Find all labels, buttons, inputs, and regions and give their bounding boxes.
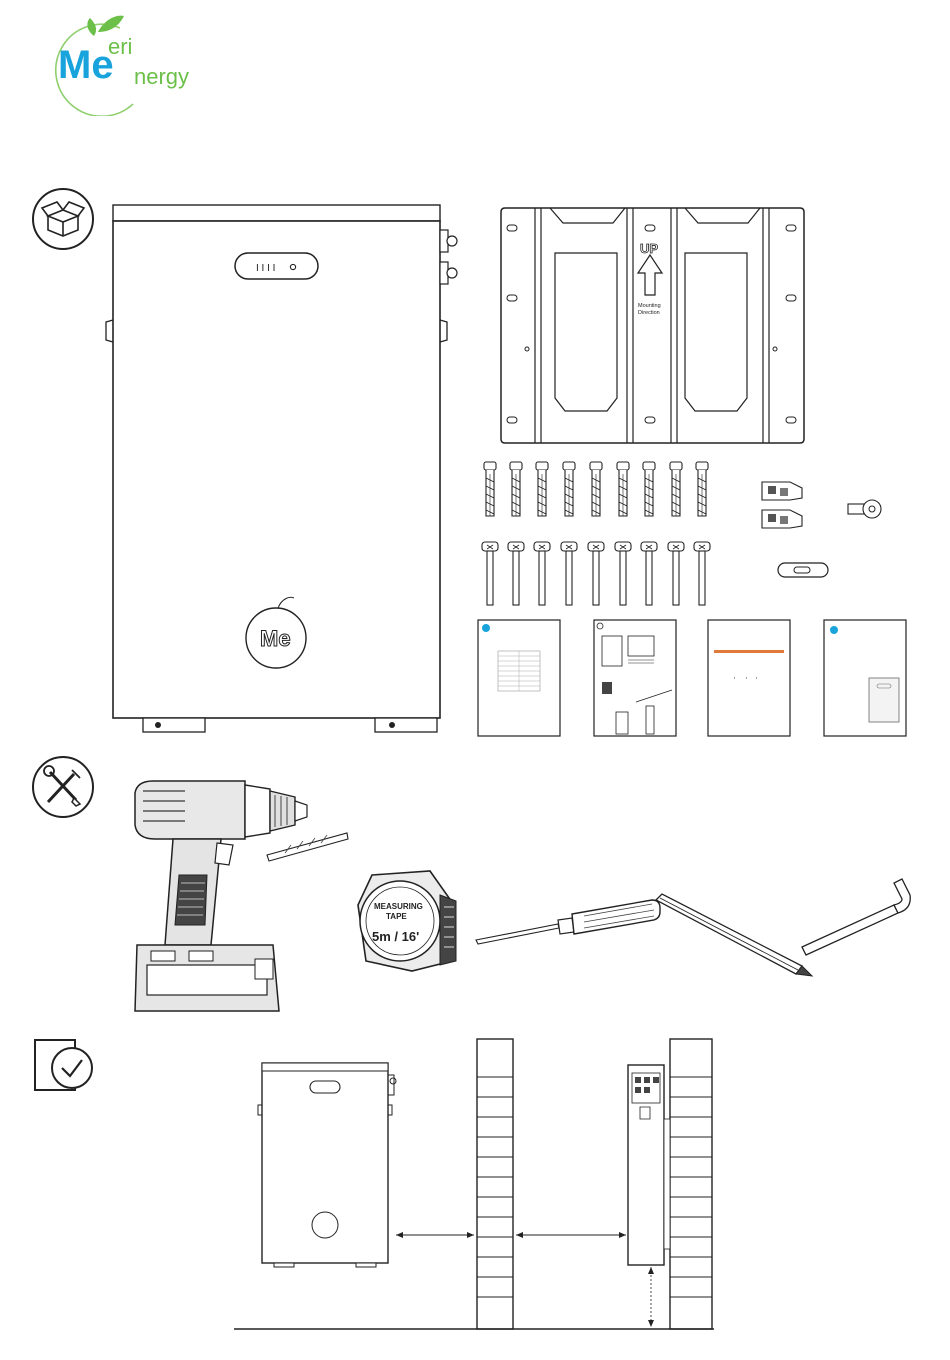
battery-cabinet: I I I I Me <box>100 200 465 740</box>
wall-anchor-icon <box>617 462 629 516</box>
installation-guide-doc <box>594 620 676 736</box>
checklist-icon <box>30 1032 96 1098</box>
base-foot <box>375 718 437 732</box>
clearance-arrow-left <box>396 1232 474 1238</box>
drill-bit <box>267 833 348 861</box>
screw-icon <box>482 542 498 605</box>
cabinet-front-small <box>258 1063 396 1267</box>
pencil <box>652 890 817 980</box>
cordless-drill <box>125 775 355 1020</box>
datasheet-doc <box>824 620 906 736</box>
spirit-level-icon <box>778 563 828 577</box>
wall-anchor-icon <box>643 462 655 516</box>
wall-anchor-icon <box>590 462 602 516</box>
cabinet-logo-letters: Me <box>260 626 291 651</box>
screw-icon <box>534 542 550 605</box>
rj45-connector-icon <box>762 482 802 500</box>
wall-anchor-icon <box>536 462 548 516</box>
screw-icon <box>508 542 524 605</box>
clearance-diagram <box>230 1035 720 1335</box>
hook-right <box>440 320 447 342</box>
clearance-arrow-right <box>516 1232 626 1238</box>
mounting-screws <box>478 538 723 608</box>
direction-line-1: Mounting <box>638 303 661 309</box>
direction-line-2: Direction <box>638 310 660 316</box>
wall-bracket: UP Mounting Direction <box>495 203 810 448</box>
user-manual-doc <box>478 620 560 736</box>
box-open-icon <box>30 186 96 252</box>
status-indicator-panel <box>235 253 318 279</box>
bolt-icon <box>848 500 881 518</box>
warranty-doc <box>708 620 790 736</box>
wall-anchor-icon <box>484 462 496 516</box>
connector-port <box>447 236 457 246</box>
screwdriver-wrench-icon <box>30 754 96 820</box>
allen-key <box>798 875 918 960</box>
screwdriver <box>472 890 662 950</box>
hook-left <box>106 320 113 342</box>
wall-anchor-icon <box>510 462 522 516</box>
wall-anchor-icon <box>696 462 708 516</box>
screw-icon <box>615 542 631 605</box>
up-label: UP <box>640 241 658 256</box>
wall-brick-column <box>670 1039 712 1329</box>
wall-anchor-icon <box>563 462 575 516</box>
screw-icon <box>668 542 684 605</box>
screw-icon <box>588 542 604 605</box>
indicator-bars: I I I I <box>256 263 275 274</box>
cabinet-side-view <box>628 1065 670 1265</box>
brand-logo: Me eri nergy <box>38 6 198 116</box>
logo-letter-m: Me <box>58 43 114 87</box>
tape-label-2: TAPE <box>386 912 407 921</box>
screw-icon <box>694 542 710 605</box>
measuring-tape: MEASURING TAPE 5m / 16' <box>352 865 464 977</box>
logo-word-nergy: nergy <box>134 64 189 89</box>
rj45-connector-icon <box>762 510 802 528</box>
screw-icon <box>641 542 657 605</box>
tape-size-label: 5m / 16' <box>372 929 419 944</box>
base-foot <box>143 718 205 732</box>
tape-label-1: MEASURING <box>374 902 423 911</box>
clearance-arrow-floor <box>648 1267 654 1327</box>
logo-word-eri: eri <box>108 34 132 59</box>
wall-anchor-icon <box>670 462 682 516</box>
leaf-icon <box>87 18 96 36</box>
wall-brick-column <box>477 1039 513 1329</box>
wall-anchors <box>478 458 723 524</box>
small-parts <box>750 470 890 585</box>
documents <box>476 618 913 740</box>
screw-icon <box>561 542 577 605</box>
